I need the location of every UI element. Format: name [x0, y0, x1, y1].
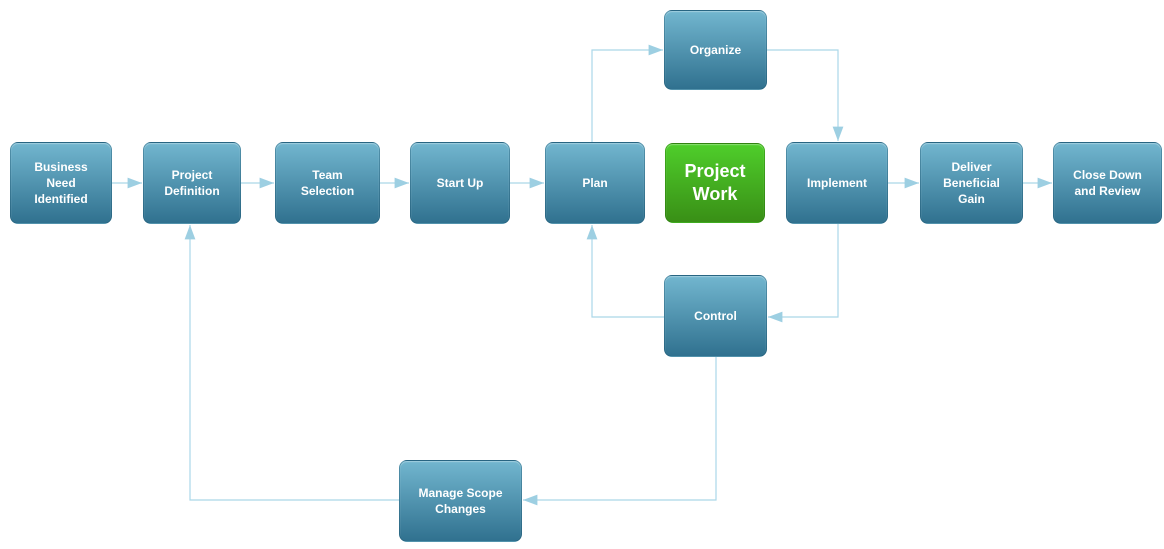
node-label: Deliver Beneficial Gain	[943, 159, 1000, 207]
connector-implement-to-control	[768, 224, 839, 323]
node-project-work: Project Work	[665, 143, 765, 223]
node-control: Control	[664, 275, 767, 357]
connector-control-to-plan	[586, 225, 664, 318]
node-label: Team Selection	[300, 167, 355, 198]
node-business-need-identified: Business Need Identified	[10, 142, 112, 224]
node-manage-scope-changes: Manage Scope Changes	[399, 460, 522, 542]
node-label: Project Definition	[164, 167, 220, 198]
node-label: Control	[694, 308, 737, 323]
node-label: Organize	[689, 42, 742, 57]
node-label: Close Down and Review	[1073, 167, 1142, 198]
node-plan: Plan	[545, 142, 645, 224]
connector-control-to-manage-scope-changes	[523, 357, 717, 506]
node-project-definition: Project Definition	[143, 142, 241, 224]
node-label: Plan	[582, 175, 608, 190]
node-implement: Implement	[786, 142, 888, 224]
node-label: Business Need Identified	[34, 159, 88, 207]
node-team-selection: Team Selection	[275, 142, 380, 224]
connector-manage-scope-changes-to-project-definition	[184, 225, 399, 501]
node-label: Implement	[806, 175, 867, 190]
node-start-up: Start Up	[410, 142, 510, 224]
node-organize: Organize	[664, 10, 767, 90]
node-label: Manage Scope Changes	[418, 485, 503, 516]
connector-organize-to-implement	[767, 49, 844, 141]
node-close-down-and-review: Close Down and Review	[1053, 142, 1162, 224]
node-label: Start Up	[436, 175, 484, 190]
connector-plan-to-organize	[591, 44, 663, 142]
node-deliver-beneficial-gain: Deliver Beneficial Gain	[920, 142, 1023, 224]
node-label: Project Work	[684, 160, 746, 204]
